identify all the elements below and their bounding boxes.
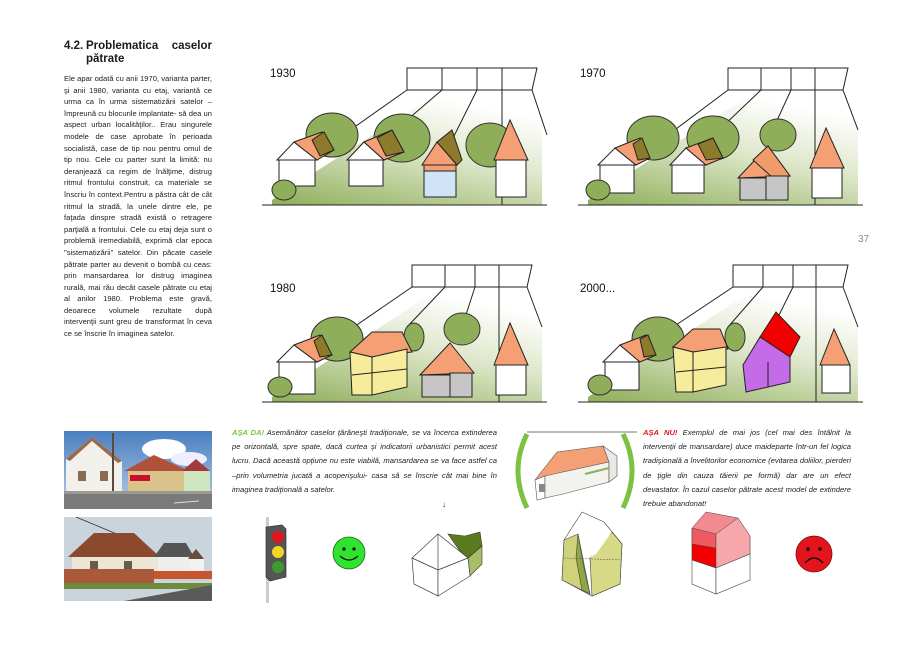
bad-example-lead: AŞA NU! xyxy=(643,428,678,437)
year-label-1970: 1970 xyxy=(580,68,606,80)
section-title: 4.2.Problematica caselor pătrate xyxy=(64,40,212,66)
house-with-red-mansard xyxy=(688,508,758,600)
year-label-2000: 2000... xyxy=(580,283,616,295)
title-line2: pătrate xyxy=(86,53,125,65)
red-frowny-icon xyxy=(795,535,833,573)
section-number: 4.2. xyxy=(64,40,84,52)
extension-house-sketch xyxy=(505,428,645,512)
house-with-gable-mansard xyxy=(556,508,626,598)
title-word: Problematica xyxy=(86,40,159,52)
body-paragraph: Ele apar odată cu anii 1970, varianta pa… xyxy=(64,74,212,339)
down-arrow-icon: ↓ xyxy=(442,500,446,509)
house-with-rear-extension xyxy=(410,528,490,598)
good-example-text: AŞA DA! Asemănător caselor ţărăneşti tra… xyxy=(232,428,498,494)
illustration-1970 xyxy=(578,60,868,210)
good-example-lead: AŞA DA! xyxy=(232,428,265,437)
photo-street-houses-2 xyxy=(64,517,212,601)
bad-example-text: AŞA NU! Exemplul de mai jos (cel mai des… xyxy=(643,428,852,509)
green-smiley-icon xyxy=(332,536,366,570)
traffic-light-icon xyxy=(262,515,292,605)
year-label-1930: 1930 xyxy=(270,68,296,80)
year-label-1980: 1980 xyxy=(270,283,296,295)
illustration-1930 xyxy=(262,60,552,210)
photo-street-houses-1 xyxy=(64,431,212,509)
title-word: caselor xyxy=(171,40,212,52)
illustration-1980 xyxy=(262,257,552,407)
illustration-2000 xyxy=(578,257,868,407)
page-number: 37 xyxy=(858,234,870,245)
